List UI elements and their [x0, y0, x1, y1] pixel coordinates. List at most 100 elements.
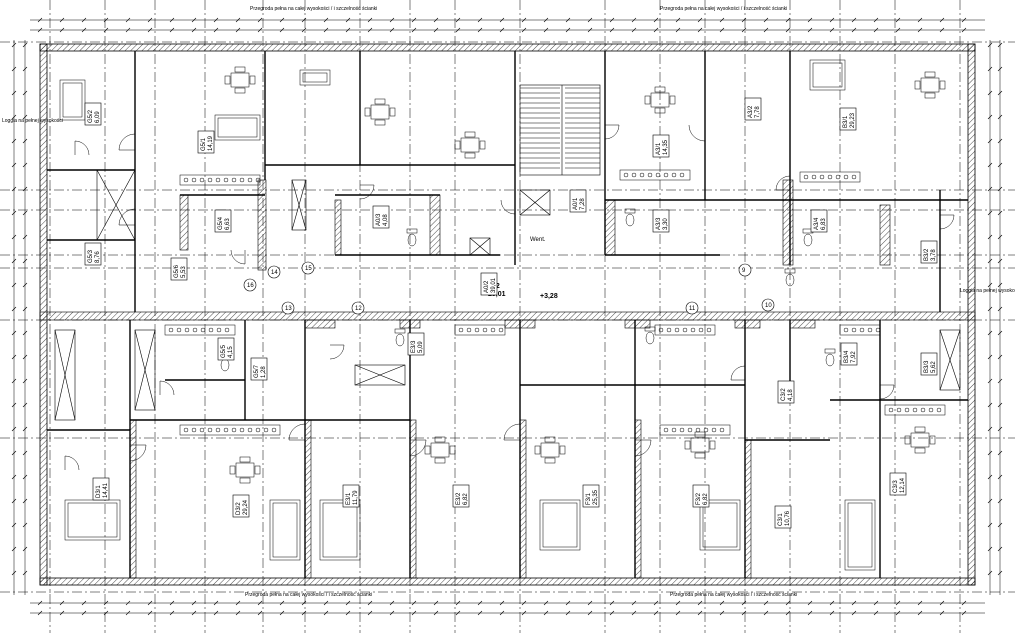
room-area: 3,78: [931, 249, 937, 261]
axis-marker: 10: [761, 298, 775, 312]
room-area: 1,28: [261, 366, 267, 378]
furniture: [59, 59, 946, 571]
room-code: A3/2: [748, 105, 754, 118]
room-area: 4,18: [788, 389, 794, 401]
door-swings: [64, 124, 955, 471]
note-bottom: Przegroda pełna na całej wysokości / i s…: [245, 592, 372, 598]
room-area: 14,19: [208, 135, 214, 151]
room-code: B3/1: [843, 115, 849, 128]
room-code: A0/2: [484, 280, 490, 293]
notes: Przegroda pełna na całej wysokości / i s…: [2, 6, 1015, 598]
room-area: 6,83: [821, 218, 827, 230]
room-area: 6,63: [225, 218, 231, 230]
room-code: G5/2: [88, 109, 94, 123]
room-code: E3/3: [411, 340, 417, 353]
room-area: 5,09: [418, 341, 424, 353]
room-area: 25,35: [593, 489, 599, 505]
elevation-label: +3,28: [540, 293, 558, 300]
axis-marker: 11: [685, 301, 699, 315]
room-area: 12,14: [900, 477, 906, 493]
room-code: F3/1: [586, 492, 592, 505]
axis-marker: 13: [281, 301, 295, 315]
axis-marker: 15: [301, 261, 315, 275]
room-code: D3/1: [96, 485, 102, 498]
room-area: 4,15: [228, 346, 234, 358]
room-area: 7,28: [580, 198, 586, 210]
svg-text:11: 11: [689, 306, 696, 312]
staircase: [519, 84, 601, 176]
svg-text:13: 13: [285, 306, 292, 312]
corridor-label: 0/2 29,01 Went. +3,28: [488, 237, 558, 300]
room-code: G5/7: [254, 364, 260, 378]
room-area: 4,08: [383, 214, 389, 226]
room-code: G5/6: [174, 264, 180, 278]
room-area: 5,62: [931, 361, 937, 373]
axis-marker: 16: [243, 278, 257, 292]
axis-marker: 14: [267, 265, 281, 279]
axis-markers: 9 10 11 12 13 14 15 16: [243, 261, 775, 315]
room-area: 3,30: [663, 218, 669, 230]
room-code: A3/4: [814, 217, 820, 230]
room-code: C3/2: [781, 388, 787, 401]
svg-text:12: 12: [355, 306, 362, 312]
svg-text:9: 9: [742, 268, 746, 274]
room-area: 14,41: [103, 482, 109, 498]
room-area: 39,01: [491, 277, 497, 293]
svg-text:10: 10: [765, 303, 772, 309]
note-top-right: Przegroda pełna na całej wysokości / i s…: [660, 6, 787, 12]
hatched-partitions: [129, 179, 891, 579]
room-area: 8,76: [95, 251, 101, 263]
room-area: 6,82: [463, 493, 469, 505]
note-bottom-right: Przegroda pełna na całej wysokości / i s…: [670, 592, 797, 598]
room-code: E3/2: [456, 492, 462, 505]
room-code: F3/2: [696, 492, 702, 505]
room-area: 14,35: [663, 139, 669, 155]
room-code: A3/1: [656, 142, 662, 155]
svg-text:15: 15: [305, 266, 312, 272]
room-code: A3/3: [656, 217, 662, 230]
room-code: C3/1: [778, 513, 784, 526]
room-area: 10,76: [785, 510, 791, 526]
axis-marker: 12: [351, 301, 365, 315]
room-code: E3/1: [346, 492, 352, 505]
balcony-label-right: Loggia na pełnej wysokości: [960, 288, 1015, 294]
room-code: B3/3: [924, 360, 930, 373]
room-code: C3/3: [893, 480, 899, 493]
room-area: 29,24: [243, 499, 249, 515]
svg-text:16: 16: [247, 283, 254, 289]
room-code: A0/1: [573, 197, 579, 210]
room-area: 6,82: [703, 493, 709, 505]
room-code: B3/2: [924, 248, 930, 261]
room-code: B3/4: [844, 350, 850, 363]
vent-label: Went.: [530, 237, 546, 243]
room-code: G5/5: [221, 344, 227, 358]
dimension-ticks: [11, 17, 1003, 616]
room-code: D3/2: [236, 502, 242, 515]
